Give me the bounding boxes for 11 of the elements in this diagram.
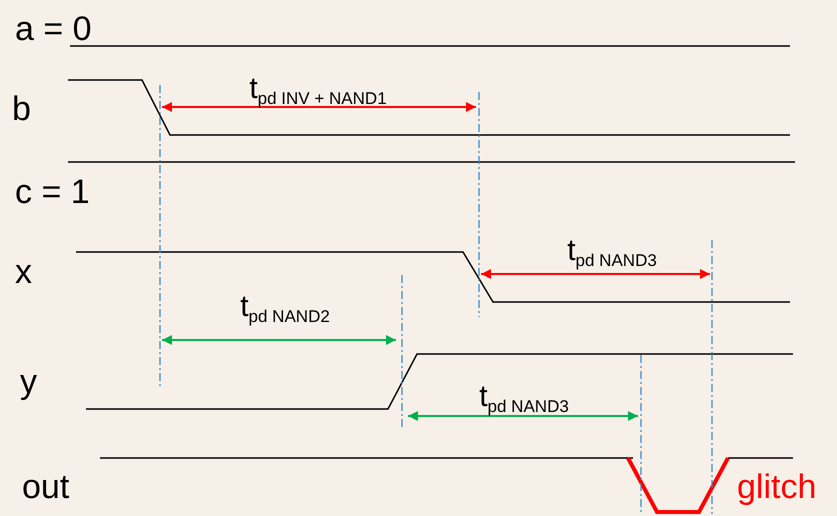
signal-name: c = 1 — [15, 175, 90, 209]
delay-label: t$_{pd INV + NAND1}$ — [249, 74, 387, 107]
signal-name: y — [20, 365, 37, 399]
signal-name: out — [22, 470, 70, 504]
delay-label: t$_{pd NAND2}$ — [240, 292, 330, 325]
signal-name: x — [15, 255, 32, 289]
glitch-label: glitch — [737, 470, 816, 504]
delay-label: t$_{pd NAND3}$ — [479, 382, 569, 415]
delay-label: t$_{pd NAND3}$ — [567, 236, 657, 269]
signal-name: b — [12, 92, 31, 126]
signal-name: a = 0 — [15, 12, 92, 46]
